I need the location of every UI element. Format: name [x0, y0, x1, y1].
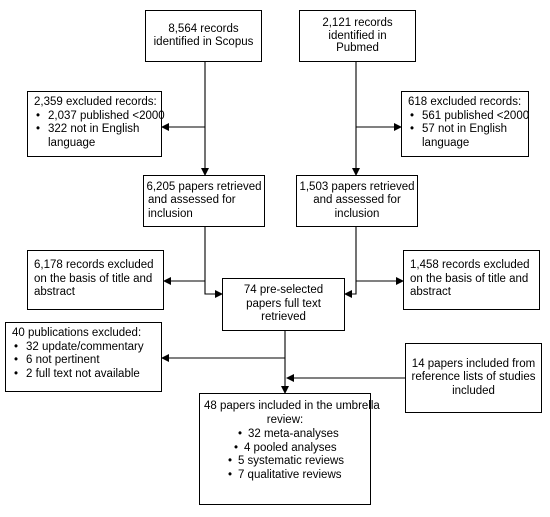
exclusion-list: 32 update/commentary 6 not pertinent 2 f… [12, 341, 155, 382]
box-title: 40 publications excluded: [12, 327, 142, 339]
box-assessed-pubmed: 1,503 papers retrieved and assessed for … [296, 175, 418, 227]
box-title: 618 excluded records: [408, 96, 522, 108]
box-pubmed-records: 2,121 records identified in Pubmed [299, 10, 416, 62]
text-line: papers full text [246, 297, 321, 310]
list-item: 5 systematic reviews [226, 455, 344, 469]
text-line: review: [266, 413, 304, 426]
list-item: 322 not in English [34, 123, 155, 137]
exclusion-list: 2,037 published <2000 322 not in English [34, 110, 165, 137]
text-line: 8,564 records [168, 22, 239, 35]
text-line: and assessed for [313, 194, 401, 207]
box-excluded-scopus: 2,359 excluded records: 2,037 published … [27, 91, 165, 157]
list-item: 57 not in English [408, 123, 522, 137]
box-scopus-records: 8,564 records identified in Scopus [145, 10, 262, 62]
arrow-assess-pubmed-to-preselected [344, 227, 357, 298]
text-line: retrieved [261, 311, 306, 324]
box-title-excluded-pubmed: 1,458 records excluded on the basis of t… [403, 250, 540, 310]
box-title-excluded-scopus: 6,178 records excluded on the basis of t… [27, 250, 164, 310]
text-line: 74 pre-selected [243, 284, 324, 297]
text-line: reference lists of studies [411, 371, 536, 384]
text-line: 14 papers included from [411, 357, 536, 370]
box-assessed-scopus: 6,205 papers retrieved and assessed for … [143, 175, 265, 227]
text-line: included [452, 384, 495, 397]
list-item: 7 qualitative reviews [226, 469, 344, 483]
text-line: 6,205 papers retrieved [146, 180, 262, 193]
list-item: 6 not pertinent [12, 354, 155, 368]
text-line: 1,458 records excluded [410, 259, 530, 271]
text-line: inclusion [148, 207, 193, 220]
text-line: Pubmed [336, 42, 379, 55]
text-line: 48 papers included in the umbrella [204, 400, 380, 412]
exclusion-list: 561 published <2000 57 not in English [408, 110, 529, 137]
text-line: 1,503 papers retrieved [299, 180, 415, 193]
list-item-continuation: language [48, 136, 96, 149]
text-line: and assessed for [148, 194, 236, 207]
arrow-assess-scopus-to-preselected [204, 227, 223, 298]
box-excluded-pubmed: 618 excluded records: 561 published <200… [401, 91, 529, 157]
text-line: abstract [34, 286, 75, 298]
text-line: inclusion [334, 207, 380, 220]
text-line: on the basis of title and [34, 272, 153, 285]
text-line: on the basis of title and [410, 272, 529, 285]
list-item: 32 update/commentary [12, 341, 155, 355]
text-line: abstract [410, 286, 451, 298]
text-line: 2,121 records [322, 17, 393, 30]
box-preselected: 74 pre-selected papers full text retriev… [222, 278, 345, 331]
text-line: identified in Scopus [153, 36, 254, 48]
box-title: 2,359 excluded records: [34, 96, 157, 108]
box-publications-excluded: 40 publications excluded: 32 update/comm… [5, 322, 162, 392]
list-item: 2 full text not available [12, 368, 155, 382]
text-line: identified in [328, 29, 387, 42]
list-item: 2,037 published <2000 [34, 110, 165, 124]
box-included-from-references: 14 papers included from reference lists … [405, 343, 542, 413]
text-line: 6,178 records excluded [34, 259, 154, 271]
list-item-continuation: language [422, 136, 470, 149]
included-list: 32 meta-analyses 4 pooled analyses 5 sys… [226, 428, 344, 482]
list-item: 32 meta-analyses [236, 428, 344, 442]
list-item: 4 pooled analyses [232, 442, 344, 456]
list-item: 561 published <2000 [408, 110, 529, 124]
box-final-included: 48 papers included in the umbrella revie… [199, 393, 380, 505]
